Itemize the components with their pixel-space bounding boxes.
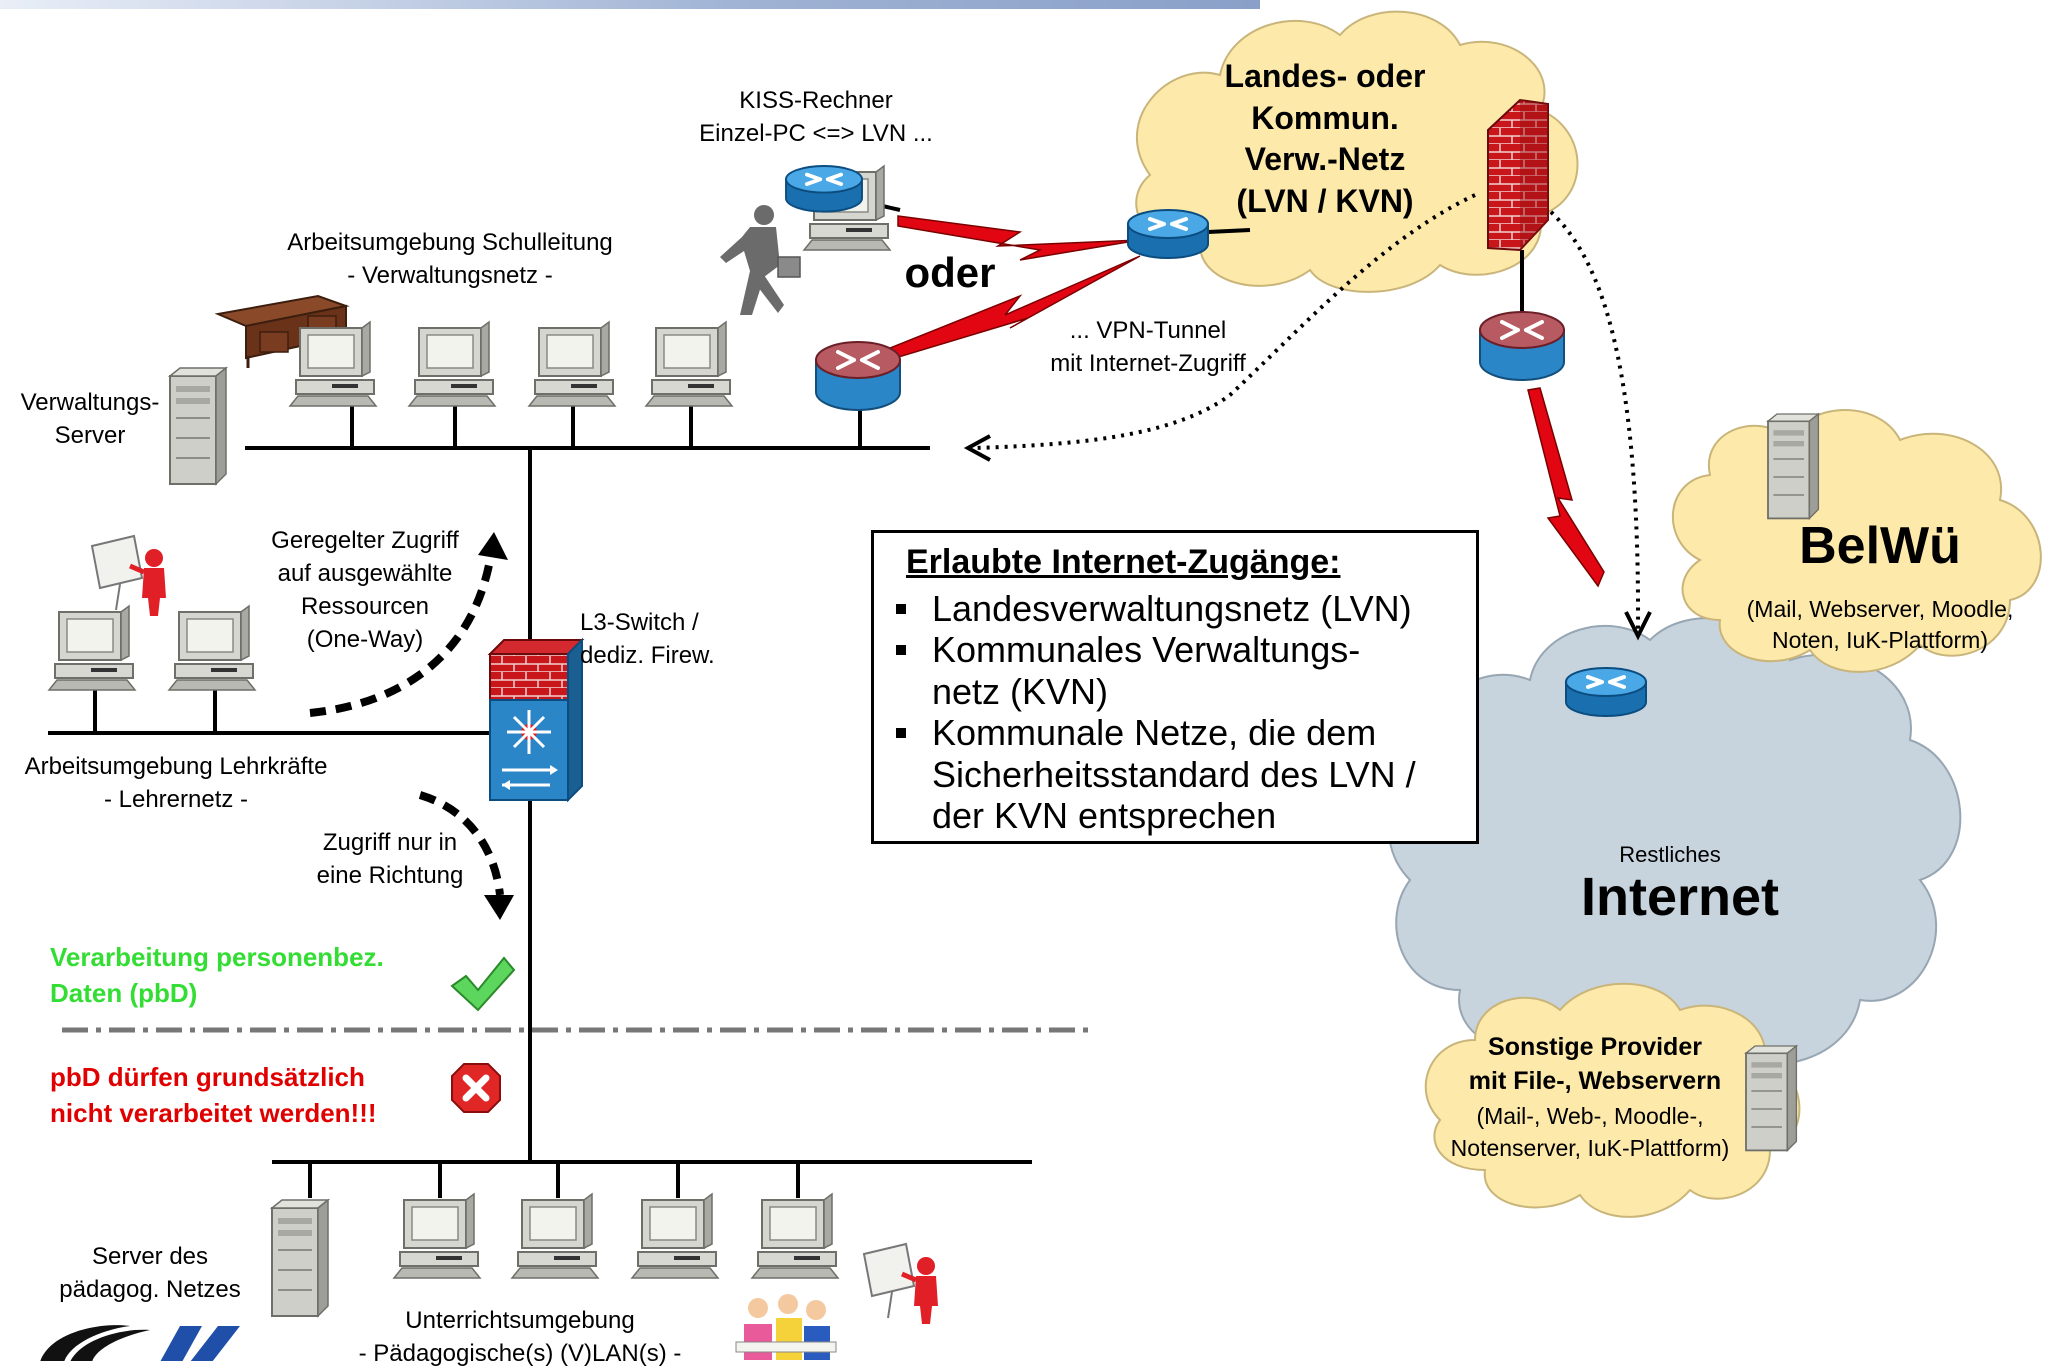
classroom-presenter-icon [862,1242,938,1324]
schulleitung-label: Arbeitsumgebung Schulleitung- Verwaltung… [287,229,613,290]
restliches-label: Restliches [1619,842,1721,867]
legend-box: Erlaubte Internet-Zugänge: Landesverwalt… [871,530,1479,844]
admin-workstation-1 [289,321,377,407]
teacher-workstation-1 [48,605,136,691]
classroom-workstation-1 [393,1193,481,1279]
belwue-subtitle: (Mail, Webserver, Moodle,Noten, IuK-Plat… [1746,596,2014,654]
lehrkraefte-label: Arbeitsumgebung Lehrkräfte- Lehrernetz - [24,753,328,814]
classroom-workstation-2 [511,1193,599,1279]
wan-link-lightning [879,215,1605,588]
teacher-workstation-2 [168,605,256,691]
deny-icon [451,1063,501,1113]
check-icon [450,956,516,1012]
one-way-arrowheads [478,532,514,920]
legend-item-lvn: Landesverwaltungsnetz (LVN) [894,588,1456,629]
sonstige-cloud [1424,982,1801,1218]
l3-switch-label: L3-Switch /dediz. Firew. [580,609,715,670]
legend-item-kommunale-netze: Kommunale Netze, die dem Sicherheitsstan… [894,712,1456,836]
logo-icon [40,1325,240,1361]
legend-title: Erlaubte Internet-Zugänge: [906,543,1341,581]
verwaltungs-server-label: Verwaltungs-Server [20,389,160,450]
legend-list: Landesverwaltungsnetz (LVN) Kommunales V… [894,588,1456,836]
legend-item-kvn: Kommunales Verwaltungs- netz (KVN) [894,629,1456,712]
belwue-title: BelWü [1799,517,1961,575]
presenter-icon [90,534,166,616]
admin-workstation-4 [645,321,733,407]
classroom-workstation-3 [631,1193,719,1279]
vpn-router-icon [814,340,902,412]
internet-edge-router-icon [1478,310,1566,382]
classroom-workstation-4 [751,1193,839,1279]
admin-workstation-2 [408,321,496,407]
kiss-router-icon [784,164,864,214]
network-cables [48,198,1524,1198]
firewall-icon [1487,98,1549,252]
oder-label: oder [904,249,996,296]
classroom-server-icon [271,1199,329,1317]
provider-server-icon [1745,1045,1798,1152]
lvn-cloud [1135,10,1579,293]
verarbeitung-label: Verarbeitung personenbez.Daten (pbD) [50,942,384,1008]
internet-router-icon [1564,666,1648,718]
one-way-arrows [309,559,504,896]
dotted-arrowheads [963,434,1652,641]
belwue-cloud [1671,409,2042,673]
header-accent-bar [0,0,1260,9]
admin-workstation-3 [528,321,616,407]
l3-switch-icon [487,637,585,803]
dotted-access-arrows [974,193,1641,631]
sonstige-subtitle: (Mail-, Web-, Moodle-,Notenserver, IuK-P… [1450,1103,1730,1162]
internet-title: Internet [1580,867,1780,927]
traveler-icon [720,205,801,315]
unterricht-label: Unterrichtsumgebung- Pädagogische(s) (V)… [358,1307,682,1368]
belwue-server-icon [1767,413,1820,520]
pupils-icon [735,1294,837,1360]
